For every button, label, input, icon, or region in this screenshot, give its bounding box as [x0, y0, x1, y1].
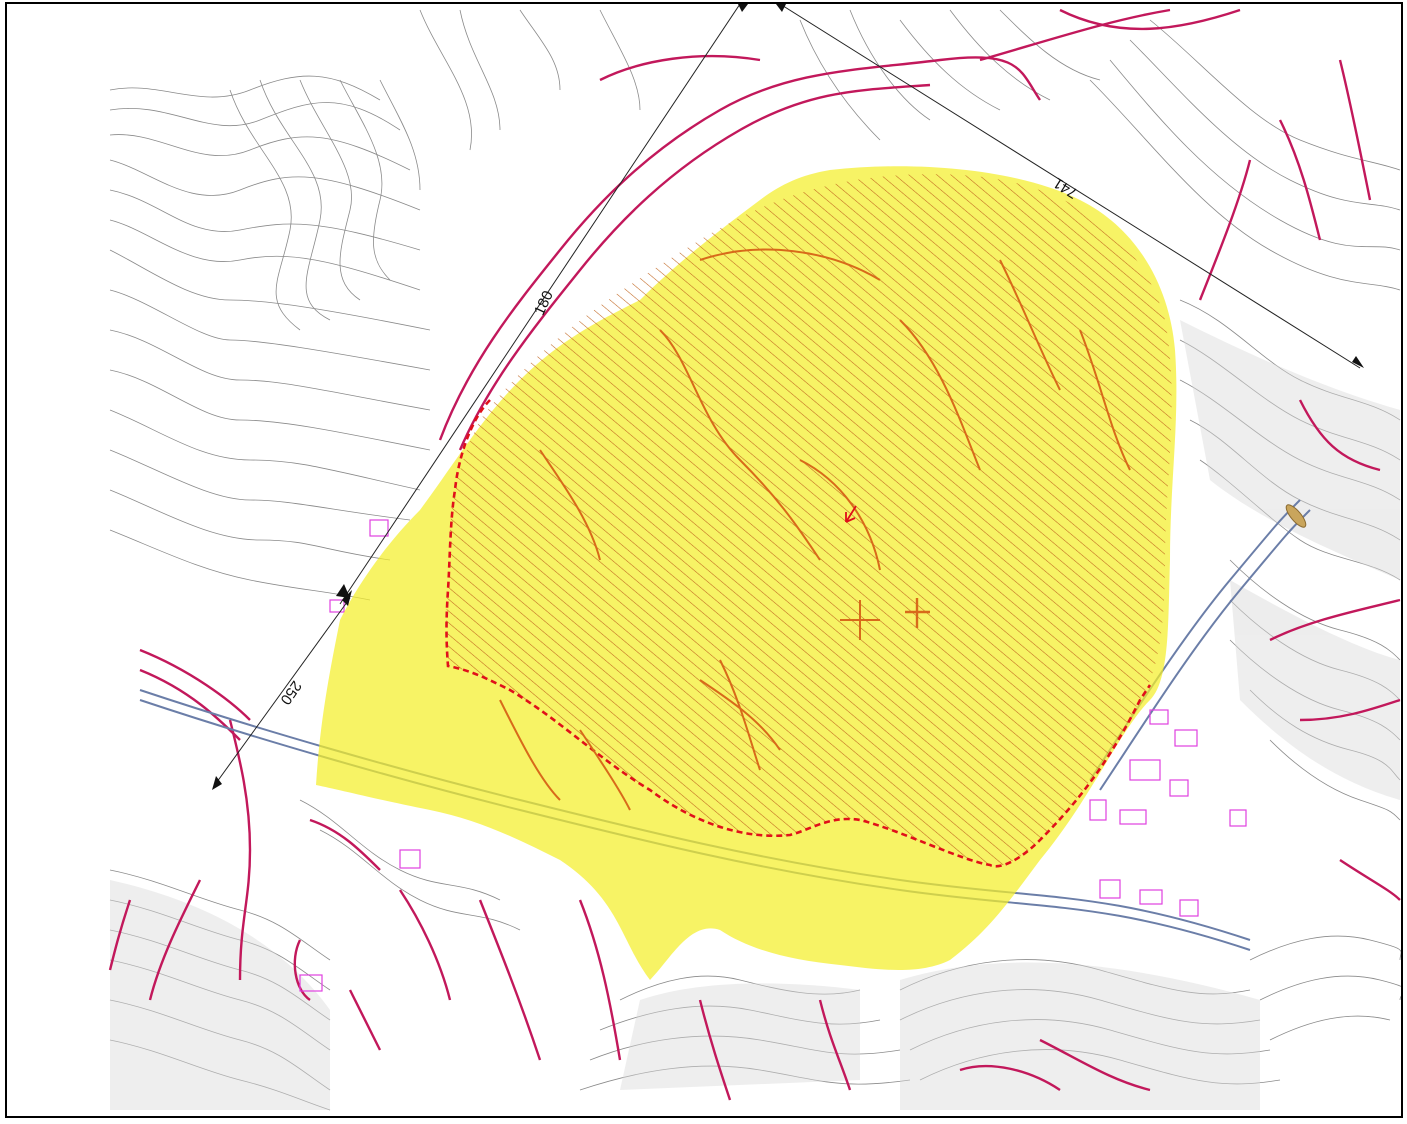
triangle-arrow-icon	[738, 4, 748, 12]
red-arrow-icon	[845, 505, 857, 523]
contour-lines-right	[799, 9, 1401, 821]
triangle-arrow-icon	[336, 584, 350, 598]
hazard-hatched-zone[interactable]	[446, 174, 1172, 867]
triangle-arrow-icon	[776, 4, 786, 12]
dense-contour-zones	[110, 320, 1400, 1110]
hazard-boundary-dashed	[445, 399, 1152, 868]
cross-icon	[905, 598, 930, 628]
dimension-lines	[213, 4, 1361, 787]
contour-lines	[109, 9, 641, 601]
internal-streams	[499, 248, 1131, 811]
map-frame-border	[5, 2, 1403, 1118]
triangle-arrow-icon	[342, 590, 352, 606]
buildings	[299, 519, 1247, 992]
dimension-arrows	[212, 4, 1364, 790]
triangle-arrow-icon	[212, 776, 222, 790]
streams-and-roads	[108, 8, 1401, 1101]
triangle-arrow-icon	[1352, 356, 1364, 368]
pond-marker	[1285, 504, 1307, 528]
